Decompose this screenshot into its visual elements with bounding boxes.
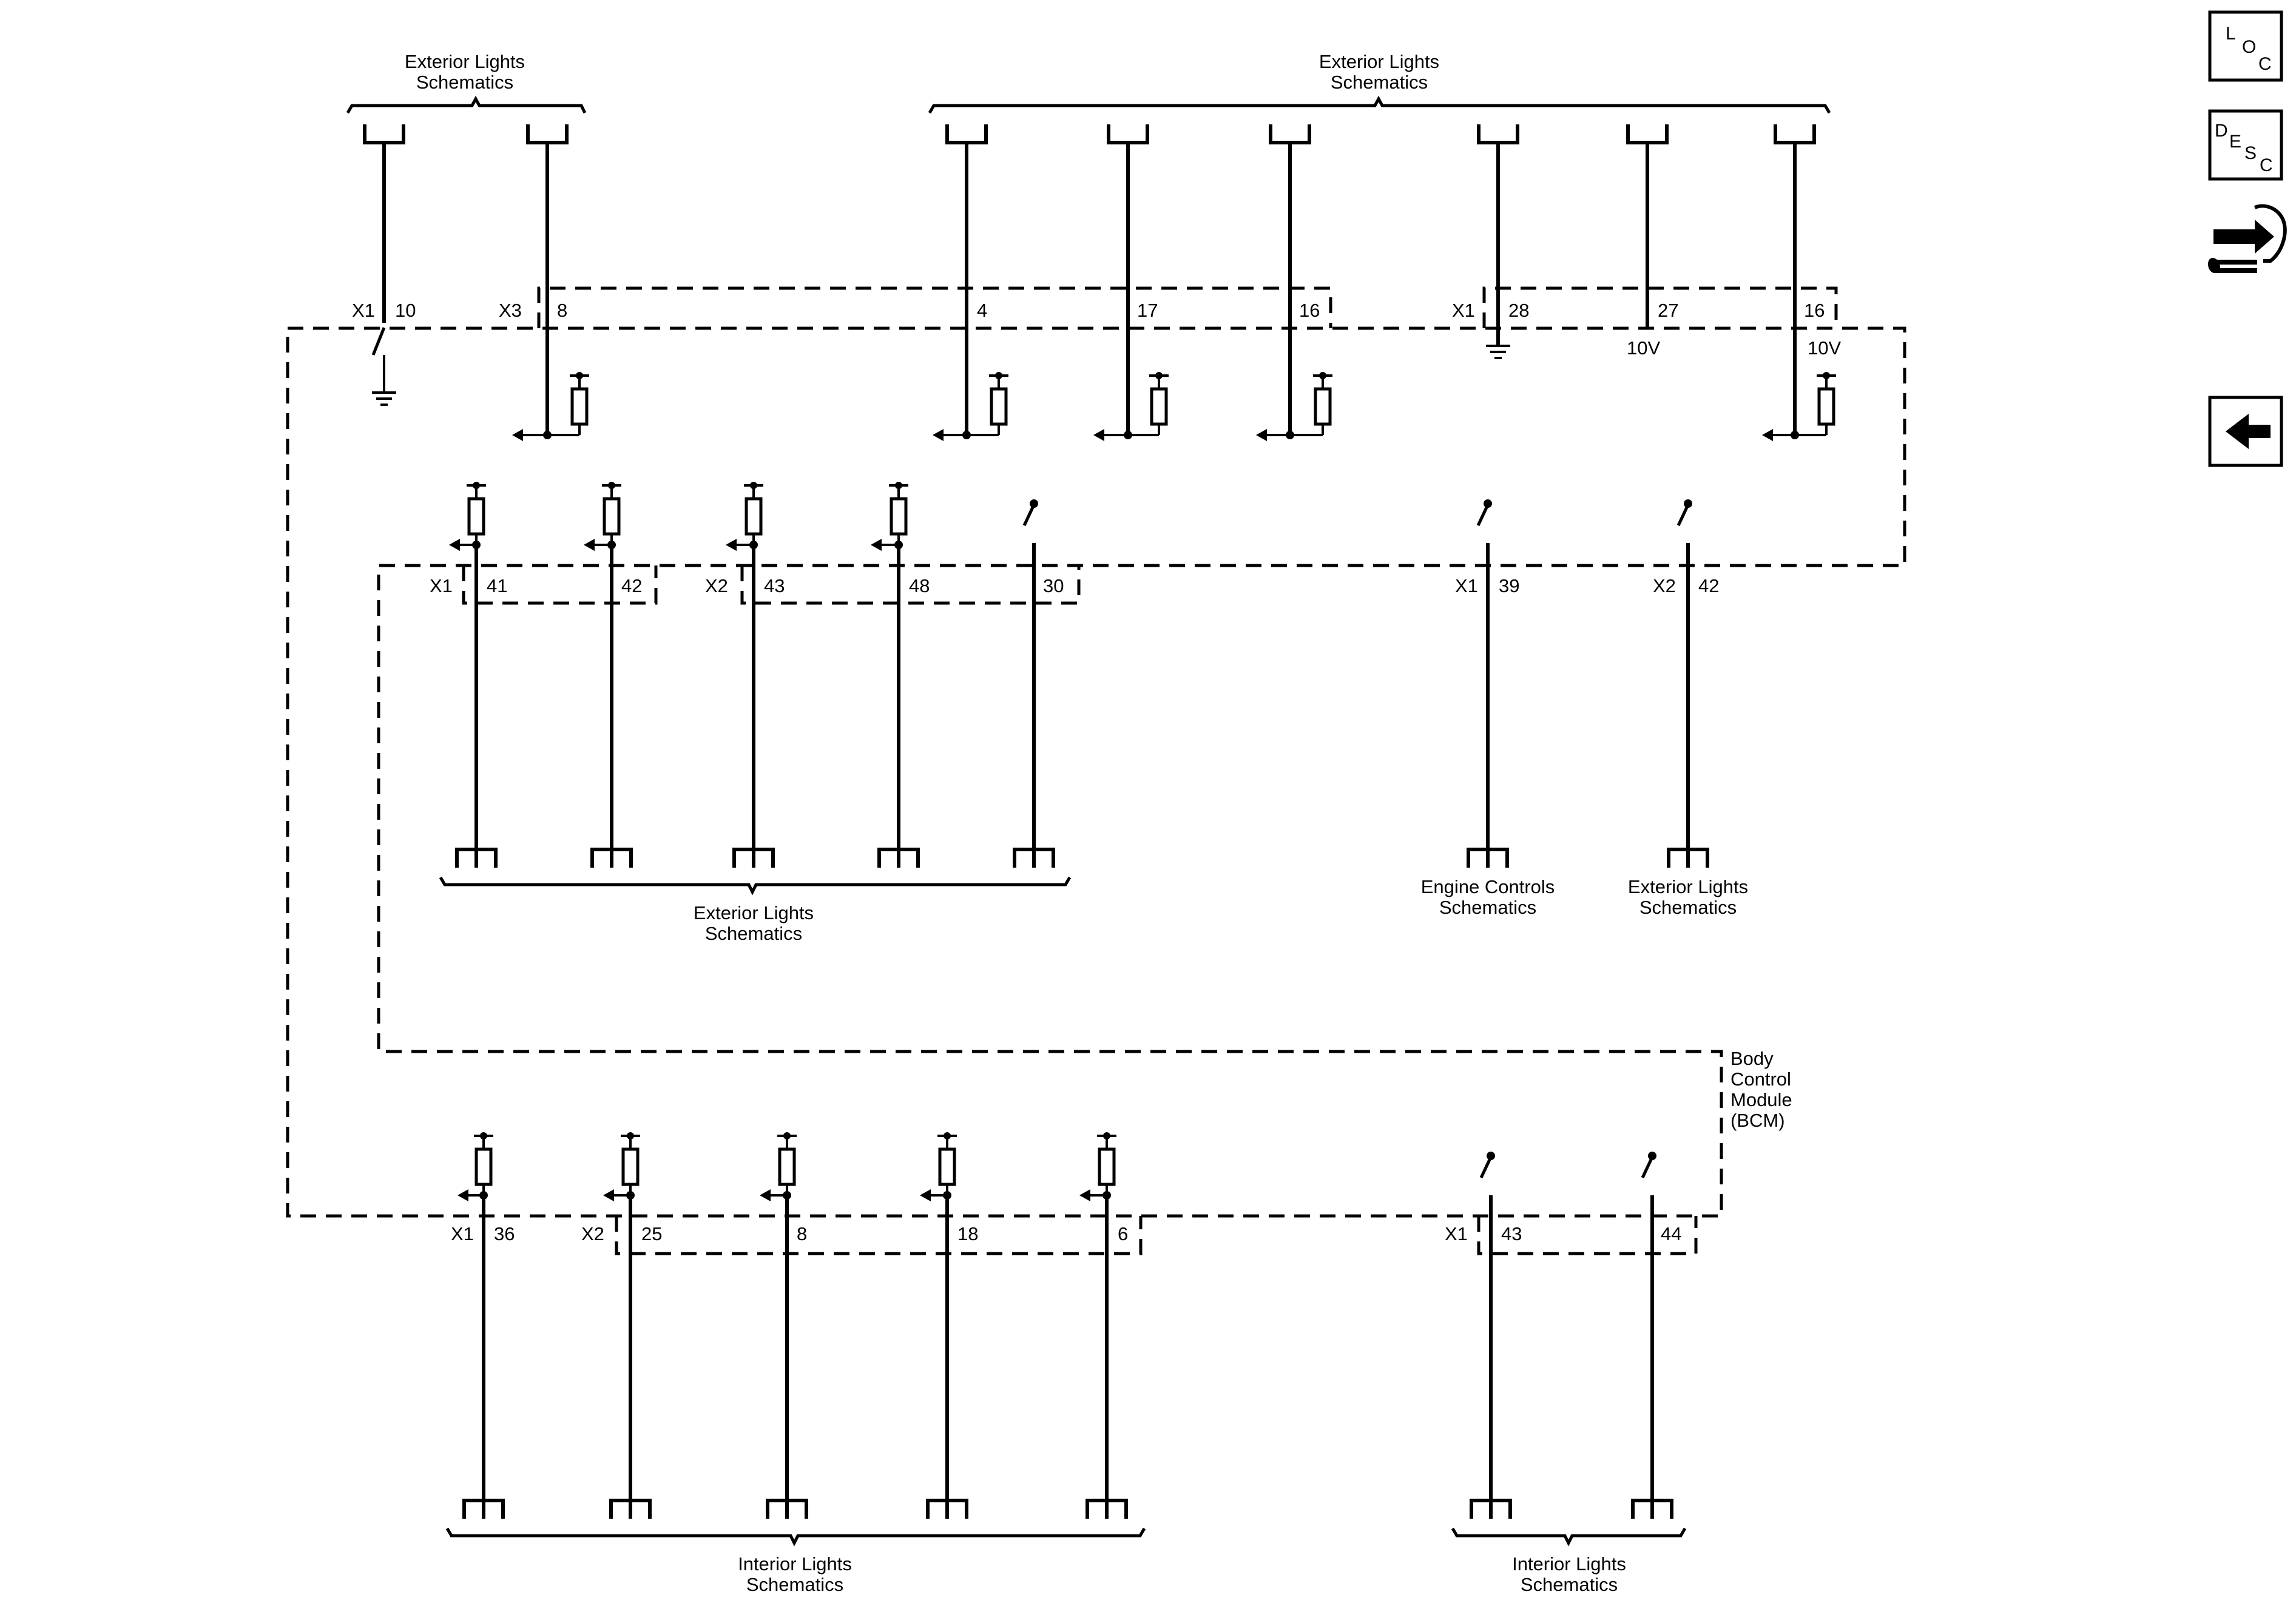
pin-number: 42 bbox=[1698, 575, 1719, 596]
pin-number: 30 bbox=[1043, 575, 1064, 596]
connector-end-view-icon[interactable] bbox=[2208, 204, 2287, 273]
loc-icon-letter: C bbox=[2258, 54, 2272, 74]
circuit-x2-8 bbox=[760, 1132, 806, 1519]
bcm-outline bbox=[286, 326, 1906, 1218]
ref-engine-controls-1: Engine Controls bbox=[1421, 876, 1555, 897]
pin-number: 39 bbox=[1499, 575, 1519, 596]
bracket-interior-right bbox=[1451, 1527, 1687, 1547]
bracket-interior-left bbox=[445, 1527, 1146, 1547]
pin-number: 8 bbox=[557, 300, 567, 321]
circuit-x1-36 bbox=[458, 1132, 503, 1519]
circuit-x1-39 bbox=[1468, 499, 1507, 868]
pin-number: 10 bbox=[395, 300, 416, 321]
bracket-exterior-top-right bbox=[928, 95, 1831, 114]
connector-x2-lower-shell bbox=[615, 1216, 1143, 1255]
bcm-label-4: (BCM) bbox=[1730, 1110, 1785, 1131]
ref-engine-controls-2: Schematics bbox=[1439, 897, 1536, 918]
connector-id: X1 bbox=[451, 1223, 474, 1244]
desc-icon-letter: C bbox=[2260, 155, 2273, 175]
connector-x1-upper-shell bbox=[1482, 286, 1838, 328]
circuit-x1-44 bbox=[1633, 1152, 1672, 1519]
ref-interior-lights-right-1: Interior Lights bbox=[1512, 1553, 1626, 1575]
pin-number: 36 bbox=[494, 1223, 515, 1244]
desc-icon-letter: D bbox=[2215, 121, 2228, 141]
bracket-exterior-mid bbox=[439, 876, 1072, 896]
circuit-x3-4 bbox=[933, 124, 1008, 441]
pin-number: 18 bbox=[957, 1223, 978, 1244]
back-button[interactable] bbox=[2208, 396, 2283, 467]
connector-id: X1 bbox=[430, 575, 453, 596]
pin-number: 6 bbox=[1118, 1223, 1128, 1244]
desc-icon-letter: E bbox=[2229, 132, 2241, 152]
circuit-x2-48 bbox=[871, 482, 918, 868]
desc-icon-letter: S bbox=[2244, 143, 2257, 163]
pin-number: 43 bbox=[764, 575, 785, 596]
ref-exterior-lights-top-left-1: Exterior Lights bbox=[405, 51, 525, 72]
connector-id: X3 bbox=[499, 300, 522, 321]
connector-id: X1 bbox=[1445, 1223, 1468, 1244]
connector-id: X2 bbox=[1653, 575, 1676, 596]
ref-exterior-lights-mid-2: Schematics bbox=[705, 923, 802, 944]
pin-number: 8 bbox=[797, 1223, 807, 1244]
pin-number: 41 bbox=[487, 575, 507, 596]
ref-interior-lights-right-2: Schematics bbox=[1521, 1574, 1618, 1595]
circuit-x3-16 bbox=[1256, 124, 1332, 441]
loc-icon-letter: L bbox=[2226, 24, 2236, 44]
circuit-x1-41 bbox=[449, 482, 496, 868]
connector-id: X2 bbox=[705, 575, 728, 596]
ref-exterior-lights-right-2: Schematics bbox=[1639, 897, 1737, 918]
connector-id: X1 bbox=[1452, 300, 1475, 321]
connector-id: X2 bbox=[581, 1223, 604, 1244]
circuit-x1-27 bbox=[1628, 124, 1667, 328]
circuit-x2-18 bbox=[920, 1132, 967, 1519]
ref-exterior-lights-top-right-2: Schematics bbox=[1331, 72, 1428, 93]
back-arrow-icon bbox=[2226, 414, 2271, 449]
connector-x2-mid-shell bbox=[740, 565, 1081, 605]
pin-number: 16 bbox=[1804, 300, 1825, 321]
bcm-label-2: Control bbox=[1730, 1068, 1791, 1090]
voltage-label: 10V bbox=[1808, 337, 1841, 359]
loc-icon-letter: O bbox=[2242, 37, 2256, 57]
circuit-x1-42 bbox=[584, 482, 631, 868]
pin-number: 28 bbox=[1508, 300, 1529, 321]
pin-number: 43 bbox=[1501, 1223, 1522, 1244]
circuit-x1-28 bbox=[1479, 124, 1518, 359]
circuit-x2-43 bbox=[726, 482, 773, 868]
pin-number: 4 bbox=[977, 300, 987, 321]
pin-number: 27 bbox=[1658, 300, 1678, 321]
pin-number: 44 bbox=[1661, 1223, 1681, 1244]
pin-number: 25 bbox=[641, 1223, 662, 1244]
pin-number: 17 bbox=[1137, 300, 1158, 321]
voltage-label: 10V bbox=[1627, 337, 1660, 359]
pin-number: 48 bbox=[909, 575, 930, 596]
connector-x1-mid-shell bbox=[462, 565, 658, 605]
ref-exterior-lights-top-left-2: Schematics bbox=[416, 72, 513, 93]
circuit-x3-17 bbox=[1093, 124, 1169, 441]
circuit-x1-16 bbox=[1762, 124, 1836, 441]
pin-number: 16 bbox=[1299, 300, 1320, 321]
circuit-x2-42-right bbox=[1669, 499, 1707, 868]
circuit-x3-8 bbox=[512, 124, 589, 441]
ref-exterior-lights-mid-1: Exterior Lights bbox=[694, 902, 814, 923]
circuit-x2-30 bbox=[1015, 499, 1053, 868]
ref-exterior-lights-top-right-1: Exterior Lights bbox=[1319, 51, 1439, 72]
connector-id: X1 bbox=[1455, 575, 1478, 596]
bcm-label-3: Module bbox=[1730, 1089, 1792, 1110]
desc-icon[interactable]: D E S C bbox=[2208, 109, 2283, 181]
circuit-x1-10 bbox=[365, 124, 403, 406]
circuit-x2-25 bbox=[603, 1132, 650, 1519]
connector-id: X1 bbox=[352, 300, 375, 321]
ref-interior-lights-left-1: Interior Lights bbox=[738, 1553, 852, 1575]
ref-exterior-lights-right-1: Exterior Lights bbox=[1628, 876, 1748, 897]
connector-x3-shell bbox=[537, 286, 1332, 328]
circuit-x2-6 bbox=[1079, 1132, 1126, 1519]
ref-interior-lights-left-2: Schematics bbox=[746, 1574, 843, 1595]
circuit-x1-43 bbox=[1471, 1152, 1510, 1519]
loc-icon[interactable]: L O C bbox=[2208, 10, 2283, 82]
bcm-label-1: Body bbox=[1730, 1048, 1774, 1069]
pin-number: 42 bbox=[621, 575, 642, 596]
bracket-exterior-top-left bbox=[346, 95, 587, 114]
